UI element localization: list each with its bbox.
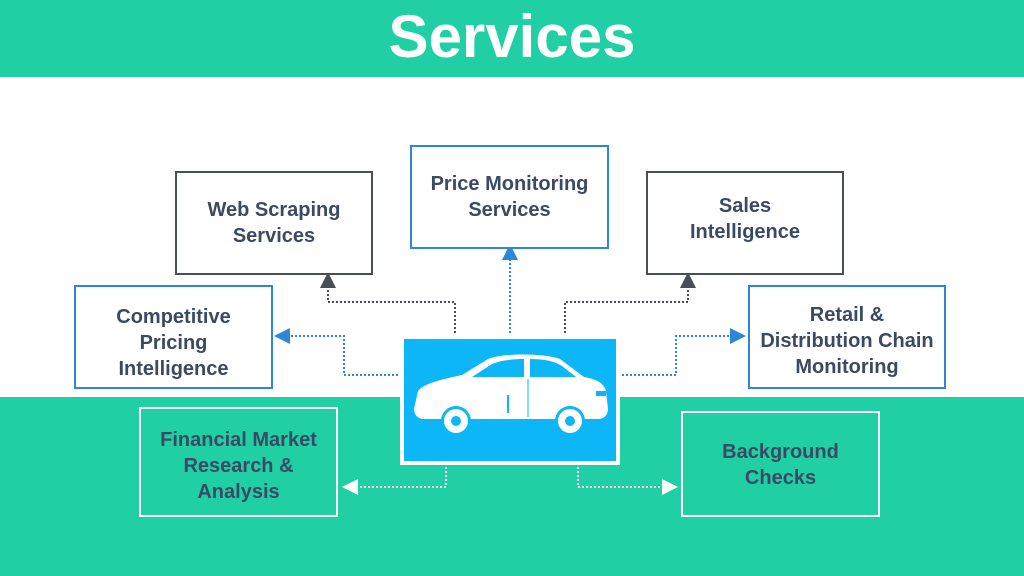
node-web-scraping: Web Scraping Services [175,171,373,275]
connector-sales-intelligence [564,272,696,333]
connector-competitive-pricing [274,328,398,376]
title-band [0,0,1024,77]
connector-financial-market [342,467,447,495]
node-competitive-pricing: Competitive Pricing Intelligence [74,285,273,389]
central-hub [400,335,620,465]
connector-background-checks [577,467,678,495]
node-background-checks: Background Checks [681,411,880,517]
node-retail-distribution: Retail & Distribution Chain Monitoring [748,285,946,389]
node-financial-market: Financial Market Research & Analysis [139,407,338,517]
node-price-monitoring: Price Monitoring Services [410,145,609,249]
connector-retail-distribution [622,328,746,376]
connector-web-scraping [320,272,456,333]
page-title: Services [388,3,636,70]
car-icon [414,354,608,436]
node-sales-intelligence: Sales Intelligence [646,171,844,275]
